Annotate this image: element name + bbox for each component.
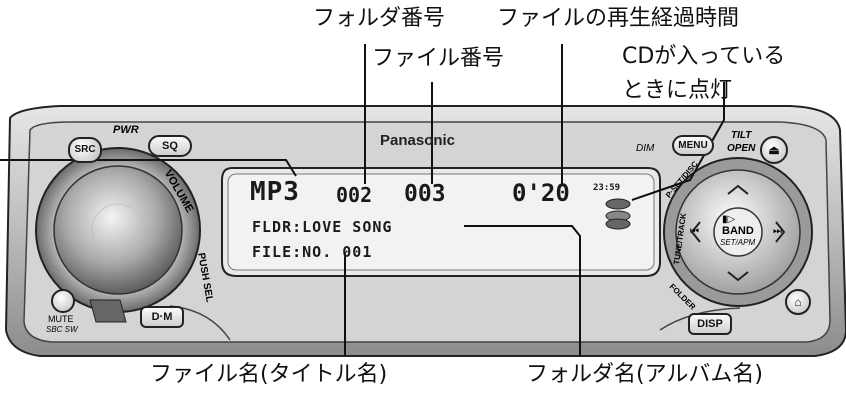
clock-display: 23:59 — [593, 183, 621, 193]
menu-button[interactable]: MENU — [672, 135, 714, 156]
file-name-display: FILE:NO. 001 — [252, 243, 373, 261]
file-name-callout: ファイル名(タイトル名) — [150, 362, 388, 387]
sbc-sw-label: SBC SW — [46, 325, 78, 334]
play-pause-icon: ▮▷ — [722, 214, 736, 225]
dim-label: DIM — [636, 143, 655, 154]
cd-indicator-icon — [605, 198, 631, 230]
cd-indicator-callout-line2: ときに点灯 — [622, 78, 733, 103]
dm-button[interactable]: D·M — [140, 306, 184, 328]
folder-number-callout: フォルダ番号 — [313, 6, 446, 31]
next-icon[interactable]: ⏭ — [773, 226, 782, 237]
leader-lines — [0, 44, 725, 356]
elapsed-time-callout: ファイルの再生経過時間 — [497, 6, 740, 31]
format-indicator: MP3 — [250, 177, 300, 207]
src-button[interactable]: SRC — [68, 137, 102, 163]
previous-icon[interactable]: ⏮ — [690, 226, 699, 237]
elapsed-time-display: 0'20 — [512, 179, 570, 207]
eject-button[interactable]: ⏏ — [760, 136, 788, 164]
home-button[interactable]: ⌂ — [785, 289, 811, 315]
mute-button[interactable] — [51, 289, 75, 313]
brand-logo: Panasonic — [380, 132, 456, 149]
set-apm-label: SET/APM — [720, 238, 756, 247]
sq-button[interactable]: SQ — [148, 135, 192, 157]
down-arrow-icon[interactable] — [727, 271, 749, 282]
file-number-callout: ファイル番号 — [372, 46, 505, 71]
pwr-label: PWR — [113, 124, 139, 136]
tilt-label: TILT — [731, 130, 752, 141]
file-number-display: 003 — [404, 181, 446, 207]
folder-number-display: 002 — [336, 183, 373, 207]
cd-indicator-callout-line1: CDが入っている — [622, 44, 786, 69]
up-arrow-icon[interactable] — [727, 184, 749, 195]
eject-icon: ⏏ — [768, 143, 780, 157]
folder-name-callout: フォルダ名(アルバム名) — [526, 362, 763, 387]
left-arrow-icon[interactable] — [690, 221, 701, 243]
right-arrow-icon[interactable] — [775, 221, 786, 243]
open-label: OPEN — [727, 143, 756, 154]
disp-button[interactable]: DISP — [688, 313, 732, 335]
home-icon: ⌂ — [794, 295, 802, 309]
mute-label: MUTE — [48, 314, 74, 324]
band-button[interactable]: BAND — [722, 225, 754, 237]
folder-name-display: FLDR:LOVE SONG — [252, 218, 393, 236]
